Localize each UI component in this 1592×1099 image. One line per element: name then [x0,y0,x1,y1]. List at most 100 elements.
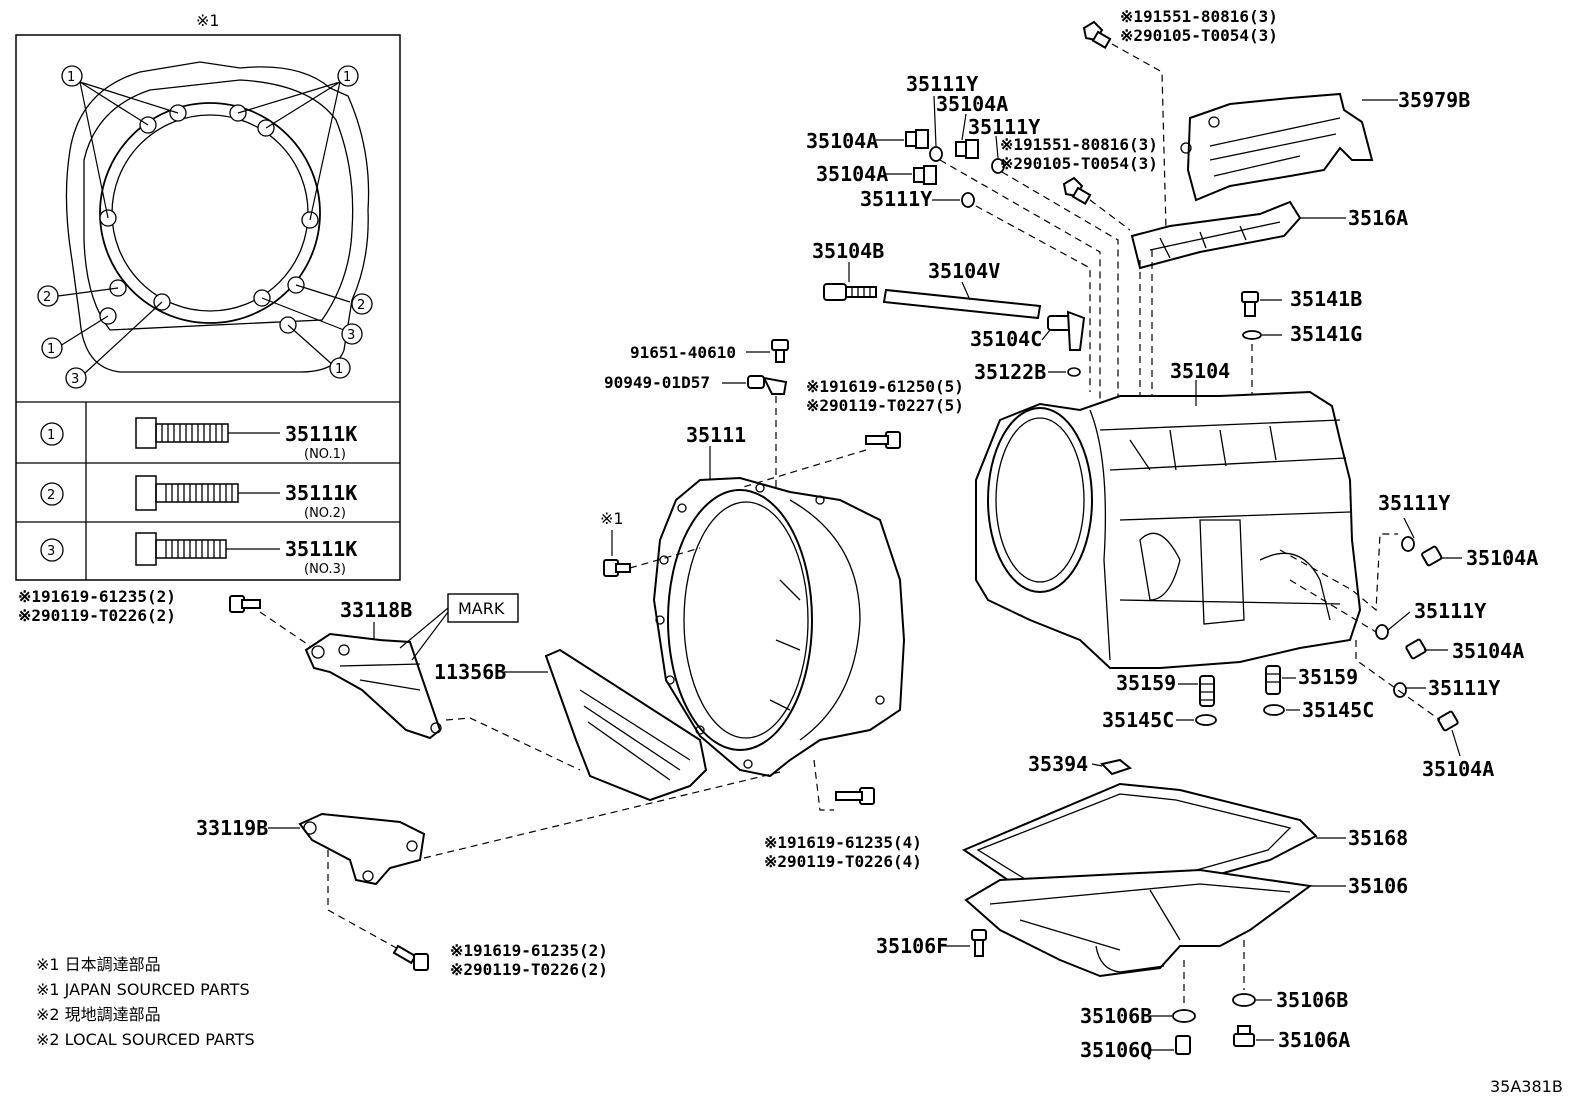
gasket-35141G [1242,330,1262,340]
svg-text:3: 3 [71,372,79,387]
svg-text:3: 3 [47,544,55,559]
label-35111Y-c: 35111Y [860,187,932,211]
bracket-33118B [304,632,442,740]
dash-bh-bolt [739,449,867,489]
bolt-bell-housing-upper [865,431,901,449]
label-35104C: 35104C [970,327,1042,351]
clamp-90949-01D57 [747,375,788,395]
dash-bracket [1139,250,1153,400]
cover-plate-11356B [544,648,708,802]
inset-bore-inner [111,114,309,312]
svg-text:2: 2 [43,290,51,305]
label-35104A-r2: 35104A [1452,639,1524,663]
label-35111Y-b: 35111Y [968,115,1040,139]
label-35141G: 35141G [1290,322,1362,346]
dash-33119B-bolt [327,850,401,951]
label-mid-bolt-2: ※290105-T0054(3) [1000,154,1158,173]
label-35168: 35168 [1348,826,1408,850]
inset-bore-outer [99,102,321,324]
label-35104: 35104 [1170,359,1230,383]
plug-35104A-r1 [1421,545,1443,567]
bolt-note1 [603,559,631,577]
dash-top-bolt [1111,43,1167,231]
inset-leaders [57,81,351,375]
bolt-35106F [971,929,987,957]
lead-r2-y [1387,611,1411,631]
label-35111: 35111 [686,423,746,447]
lead-35111Y-a [933,95,937,147]
label-33119B: 33119B [196,816,268,840]
washer-35145C-a [1195,714,1217,726]
part-35104C [1047,310,1086,351]
label-35979B: 35979B [1398,88,1470,112]
label-90949-01D57: 90949-01D57 [604,373,710,392]
label-lh-bolt-1: ※191619-61235(2) [18,587,176,606]
bolt-mid [1062,176,1092,206]
label-mark: MARK [458,599,505,618]
bracket-3516A [1130,200,1346,270]
inset-panel: ※1 1 [15,11,401,581]
lead-35104C [1041,329,1051,341]
label-35106A: 35106A [1278,1028,1350,1052]
part-35159-a [1199,675,1215,707]
lead-r1-y [1403,517,1415,539]
svg-text:35111K: 35111K [285,481,357,505]
transmission-case-35104 [975,390,1362,669]
lead-mark-2 [411,611,449,661]
svg-text:1: 1 [67,70,75,85]
label-91651-40610: 91651-40610 [630,343,736,362]
label-note1-bolt: ※1 [600,509,624,528]
label-35106Q: 35106Q [1080,1038,1152,1062]
plug-35106A [1233,1025,1255,1047]
svg-text:1: 1 [47,428,55,443]
bolt-top [1082,20,1112,50]
label-35106B-a: 35106B [1080,1004,1152,1028]
part-35159-b [1265,665,1281,695]
svg-text:(NO.3): (NO.3) [304,562,346,577]
svg-text:(NO.2): (NO.2) [304,506,346,521]
inset-callouts: 1 1 2 2 1 3 3 1 [37,65,373,389]
lead-35394 [1091,763,1103,767]
svg-text:35111K: 35111K [285,537,357,561]
bracket-35979B [1180,92,1398,202]
oring-35111Y-r2 [1375,624,1389,640]
label-35106: 35106 [1348,874,1408,898]
bolt-33119B [392,944,429,971]
inset-frame [15,34,401,581]
svg-text:35111K: 35111K [285,422,357,446]
label-35394: 35394 [1028,752,1088,776]
diagram-id: 35A381B [1490,1077,1563,1096]
part-35394 [1100,758,1133,776]
label-33118B: 33118B [340,598,412,622]
label-cb-bolt-1: ※191619-61235(4) [764,833,922,852]
label-35104A-c: 35104A [816,162,888,186]
label-lh-bolt-2: ※290119-T0226(2) [18,606,176,625]
label-35104A-r3: 35104A [1422,757,1494,781]
part-labels: ※191551-80816(3) ※290105-T0054(3) 35979B… [18,7,1538,1062]
bolt-table-row-3: 3 35111K (NO.3) [40,532,357,577]
plug-35106Q [1175,1035,1191,1055]
bolt-33118B [229,595,261,613]
dash-33119B-housing [423,771,781,859]
oring-35111Y-1 [929,146,943,162]
dash-bh-lower-bolt [813,759,834,811]
bolt-table-row-2: 2 35111K (NO.2) [40,475,357,521]
plug-35104A-2 [955,139,979,159]
label-35104V: 35104V [928,259,1000,283]
dash-right-3 [1355,640,1441,721]
label-35111Y-r2: 35111Y [1414,599,1486,623]
oring-35111Y-r1 [1401,536,1415,552]
label-35106F: 35106F [876,934,948,958]
washer-35145C-b [1263,704,1285,716]
svg-text:1: 1 [47,342,55,357]
footnote-1: ※1 日本調達部品 [36,955,161,974]
bracket-33119B [298,812,426,886]
dash-plugs-b [1001,171,1119,400]
dash-33118B-cover [445,717,581,771]
label-35145C-a: 35145C [1102,708,1174,732]
lead-r3-a [1451,729,1461,757]
bell-housing-bolt-holes [655,483,885,769]
svg-text:3: 3 [347,328,355,343]
svg-text:1: 1 [335,362,343,377]
label-bh-bolt-1: ※191619-61250(5) [806,377,964,396]
